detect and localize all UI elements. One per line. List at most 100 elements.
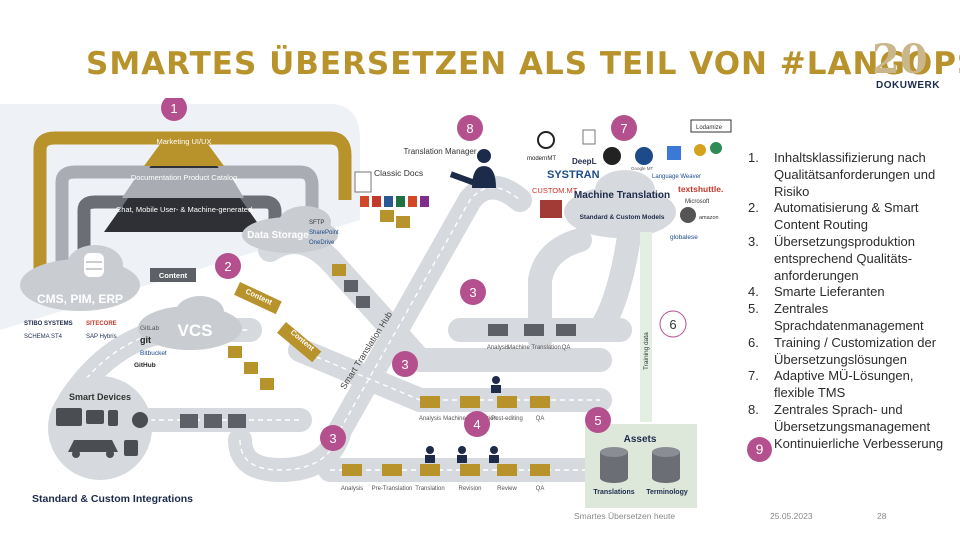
legend-list: 1.Inhaltsklassifizierung nach Qualitätsa… (748, 150, 953, 452)
badge-3c: 3 (329, 431, 336, 446)
sftp-label: SFTP (309, 220, 324, 226)
vcs-label: VCS (178, 321, 213, 340)
pyramid-middle (122, 168, 244, 198)
step-c-revision: Revision (458, 486, 481, 492)
badge-3b: 3 (401, 357, 408, 372)
sharepoint-label: SharePoint (309, 230, 339, 236)
logo-languageweaver: Language Weaver (652, 174, 701, 180)
logo-sap: SAP Hybris (86, 334, 117, 340)
device-icons (56, 408, 148, 458)
logo-amazon: amazon (699, 215, 719, 221)
step-b-postediting: Post-editing (491, 416, 523, 422)
content-packets (180, 210, 410, 428)
logo-globalese: globalese (670, 234, 698, 241)
badge-5: 5 (594, 413, 601, 428)
steps-row-c (342, 464, 550, 476)
list-item: 3.Übersetzungsproduktion entsprechend Qu… (748, 233, 915, 283)
list-item: 6.Training / Customization der Übersetzu… (748, 334, 937, 367)
training-data-label: Training data (643, 332, 650, 370)
data-storage-label: Data Storage (247, 230, 309, 241)
translation-manager-label: Translation Manager (403, 147, 476, 156)
integrations-label: Standard & Custom Integrations (32, 493, 193, 505)
steps-row-b (420, 396, 550, 408)
badge-3a: 3 (469, 285, 476, 300)
dokuwerk-logo: 20 DOKUWERK (866, 36, 940, 92)
logo-brand: DOKUWERK (876, 80, 940, 91)
list-item: 8.Zentrales Sprach- und Übersetzungsmana… (748, 401, 931, 434)
page-number: 28 (877, 511, 887, 521)
training-data-lane (640, 232, 652, 422)
list-item: Kontinuierliche Verbesserung (774, 435, 944, 451)
machine-translation-cloud (564, 170, 676, 238)
logo-google: Google MT (631, 166, 654, 171)
logo-git: git (140, 335, 151, 345)
step-c-analysis: Analysis (341, 486, 363, 492)
list-item: 7.Adaptive MÜ-Lösungen, flexible TMS (748, 368, 914, 401)
mt-subtitle: Standard & Custom Models (580, 214, 665, 221)
logo-textshuttle: textshuttle. (678, 184, 723, 194)
logo-custommt: CUSTOM.MT (532, 186, 578, 195)
footer-date: 25.05.2023 (770, 511, 813, 521)
logo-modernmt: modernMT (527, 156, 556, 162)
badge-6: 6 (669, 317, 676, 332)
langops-diagram: Marketing UI/UX Documentation Product Ca… (0, 98, 732, 508)
logo-sitecore: SITECORE (86, 321, 117, 327)
cms-label: CMS, PIM, ERP (37, 292, 123, 306)
pyramid-top (144, 136, 224, 166)
badge-7: 7 (620, 121, 627, 136)
number-badges (161, 98, 687, 451)
linguist-icons (425, 376, 501, 463)
list-item: 5.Zentrales Sprachdatenmanagement (748, 301, 924, 333)
page-title: SMARTES ÜBERSETZEN ALS TEIL VON #LANGOPS (86, 46, 960, 82)
step-c-qa: QA (536, 486, 545, 492)
list-item: 2.Automatisierung & Smart Content Routin… (748, 200, 919, 233)
badge-9: 9 (747, 437, 772, 462)
footer-title: Smartes Übersetzen heute (574, 511, 676, 521)
badge-1: 1 (170, 101, 177, 116)
terminology-label: Terminology (646, 489, 688, 496)
data-storage-cloud (242, 206, 338, 253)
mt-logo-cluster (537, 119, 732, 223)
marketing-label: Marketing UI/UX (156, 137, 211, 146)
badge-8: 8 (466, 121, 473, 136)
vcs-cloud (138, 296, 242, 350)
database-icons (600, 447, 680, 483)
logo-github: GitHub (134, 362, 156, 369)
doc-icon (354, 171, 372, 193)
translation-manager-icon (449, 149, 496, 188)
logo-stibo: STIBO SYSTEMS (24, 321, 73, 327)
classic-docs-label: Classic Docs (374, 168, 423, 178)
cms-cloud (20, 245, 140, 311)
logo-number: 20 (872, 36, 928, 83)
step-a-qa: QA (562, 345, 571, 351)
list-item: 4.Smarte Lieferanten (748, 284, 885, 300)
steps-row-a (488, 324, 576, 336)
chat-label: Chat, Mobile User- & Machine-generated (116, 205, 252, 214)
mt-title: Machine Translation (574, 190, 670, 201)
step-b-qa: QA (536, 416, 545, 422)
logo-systran: SYSTRAN (547, 169, 600, 181)
logo-deepl: DeepL (572, 157, 597, 166)
step-c-translation: Translation (415, 486, 444, 492)
onedrive-label: OneDrive (309, 240, 335, 246)
step-a-mt: Machine Translation (507, 345, 561, 351)
logo-microsoft: Microsoft (685, 199, 710, 205)
smart-devices-label: Smart Devices (69, 392, 131, 402)
documentation-label: Documentation Product Catalog (131, 173, 237, 182)
step-c-review: Review (497, 486, 517, 492)
logo-schema: SCHEMA ST4 (24, 334, 63, 340)
assets-label: Assets (624, 434, 657, 445)
step-a-analysis: Analysis (487, 345, 509, 351)
step-c-pretranslation: Pre-Translation (372, 486, 413, 492)
step-b-analysis: Analysis (419, 416, 441, 422)
logo-bitbucket: Bitbucket (140, 350, 167, 357)
content-tag-1: Content (159, 271, 188, 280)
translations-label: Translations (593, 489, 634, 496)
badge-2: 2 (224, 259, 231, 274)
content-tags (150, 268, 322, 363)
list-item: 1.Inhaltsklassifizierung nach Qualitätsa… (748, 150, 936, 199)
logo-gitlab: GitLab (140, 325, 160, 332)
logo-lodamize: Lodamize (696, 125, 723, 131)
badge-4: 4 (473, 417, 480, 432)
office-file-icons (360, 196, 429, 207)
